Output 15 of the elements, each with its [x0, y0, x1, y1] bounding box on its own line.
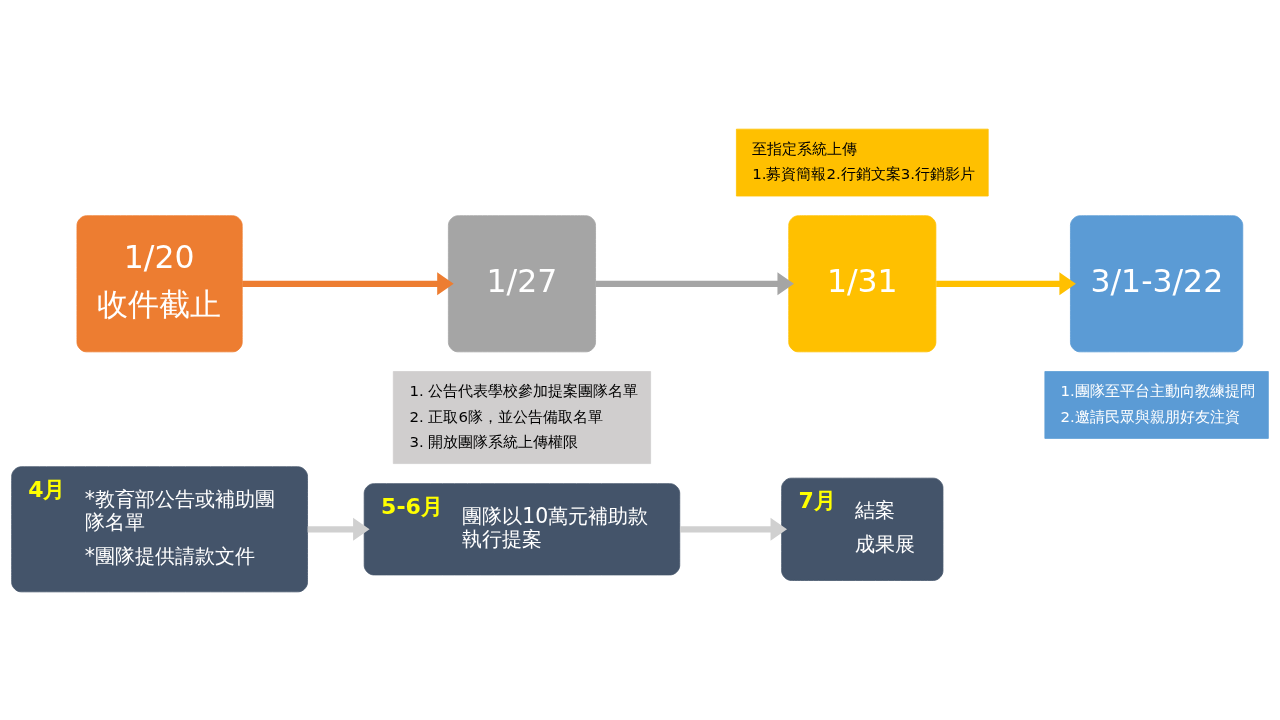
arrow [307, 517, 370, 541]
node-box: 至指定系統上傳 1.募資簡報2.行銷文案3.行銷影片 [736, 128, 989, 196]
arrow [595, 271, 794, 295]
node-box: 5-6月 團隊以10萬元補助款執行提案 [363, 482, 681, 575]
node-box: 7月 結案 成果展 [781, 477, 944, 581]
node-box: 1.團隊至平台主動向教練提問 2.邀請民眾與親朋好友注資 [1044, 370, 1269, 439]
arrow [242, 271, 454, 295]
node-box: 1/20 收件截止 [76, 214, 243, 352]
node-box: 1. 公告代表學校參加提案團隊名單 2. 正取6隊，並公告備取名單 3. 開放團隊系統上傳權限 [392, 370, 651, 464]
node-box: 4月 *教育部公告或補助團隊名單 *團隊提供請款文件 [11, 465, 308, 592]
node-box: 1/31 [788, 214, 937, 352]
node-box: 1/27 [448, 214, 596, 352]
node-box: 3/1-3/22 [1070, 214, 1244, 352]
arrow [936, 271, 1076, 295]
arrow [680, 517, 788, 541]
